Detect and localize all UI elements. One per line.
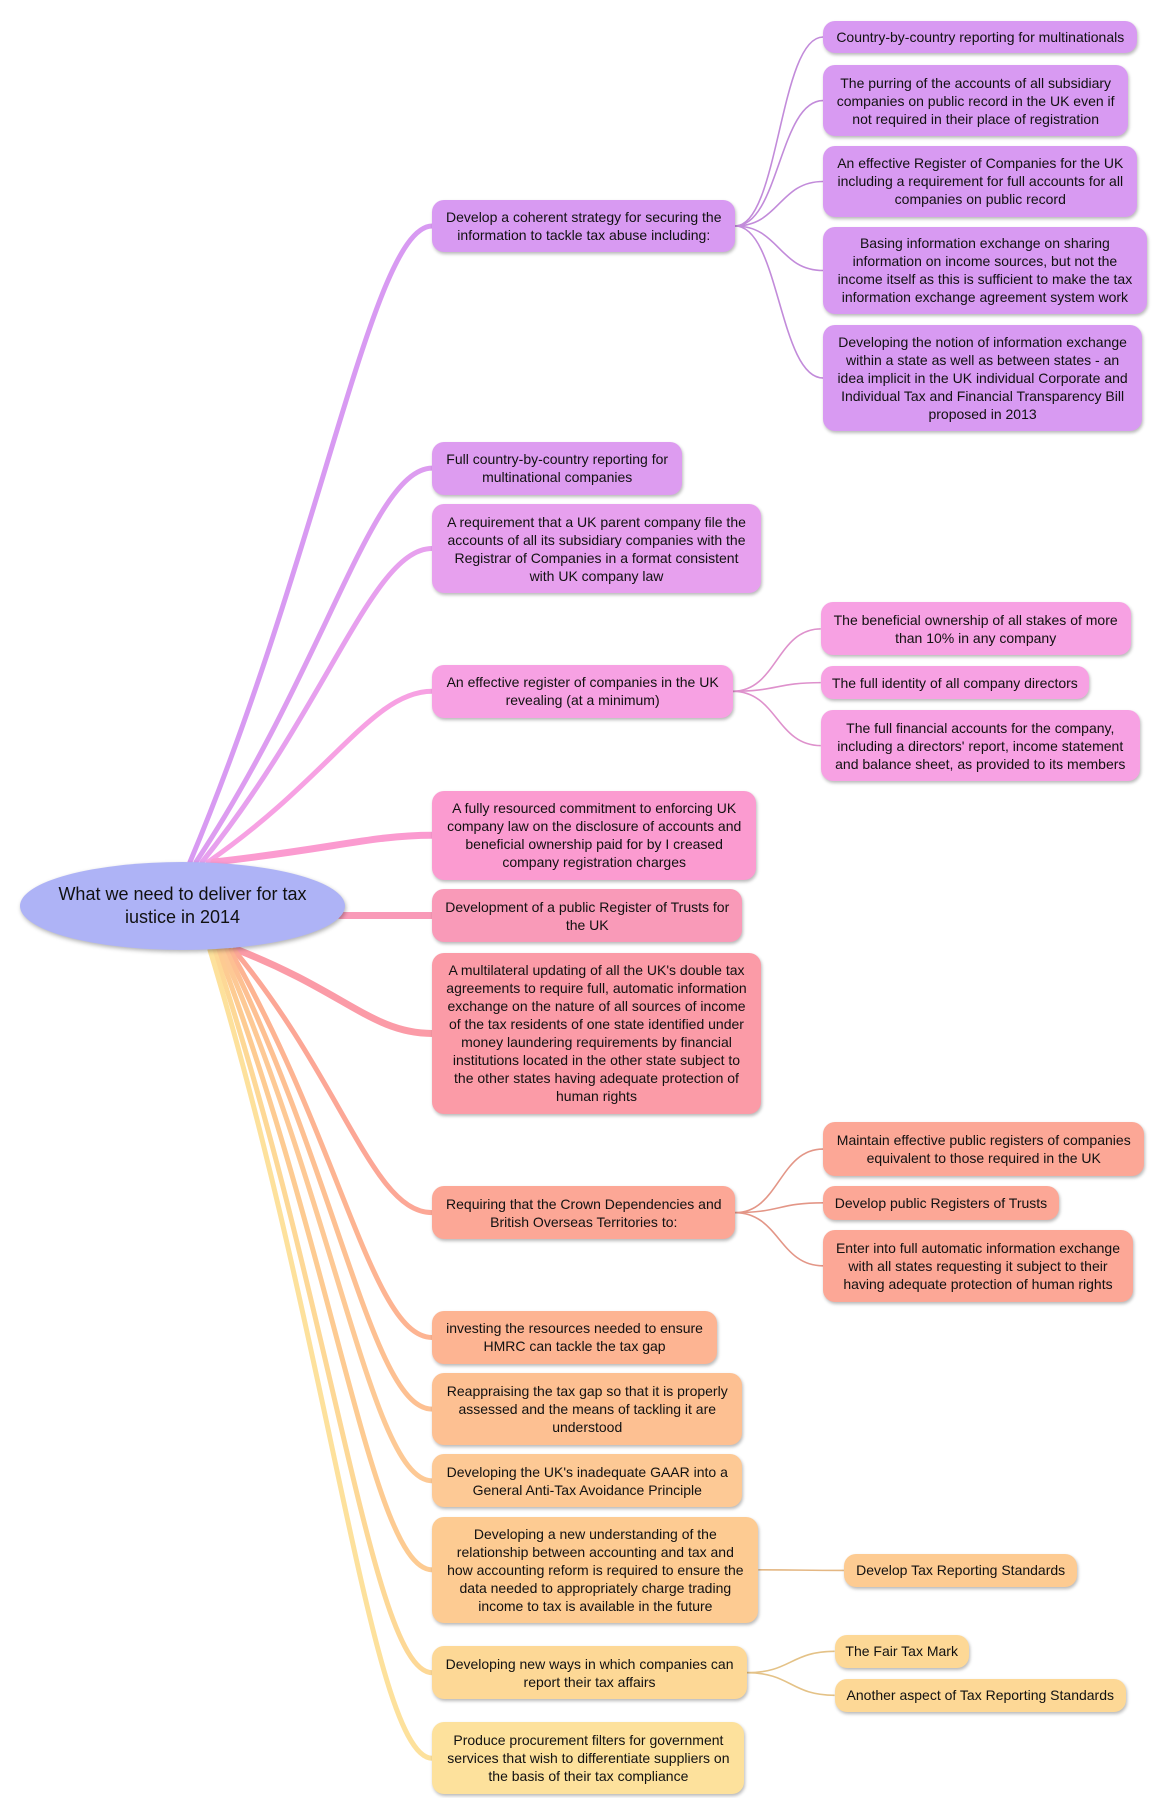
branch-node[interactable]: Requiring that the Crown Dependencies an… bbox=[432, 1186, 736, 1240]
sub-node[interactable]: Develop Tax Reporting Standards bbox=[843, 1553, 1078, 1588]
branch-node[interactable]: Develop a coherent strategy for securing… bbox=[432, 199, 736, 252]
sub-node[interactable]: Enter into full automatic information ex… bbox=[823, 1229, 1133, 1302]
sub-node[interactable]: Basing information exchange on sharing i… bbox=[823, 226, 1147, 315]
sub-node[interactable]: The Fair Tax Mark bbox=[834, 1634, 969, 1669]
branch-connector bbox=[205, 688, 435, 865]
sub-connector bbox=[732, 681, 821, 693]
sub-connector bbox=[735, 99, 824, 227]
sub-node[interactable]: Develop public Registers of Trusts bbox=[823, 1186, 1059, 1220]
sub-connector bbox=[735, 180, 824, 227]
branch-node[interactable]: A multilateral updating of all the UK's … bbox=[432, 952, 761, 1115]
sub-node[interactable]: Another aspect of Tax Reporting Standard… bbox=[834, 1678, 1126, 1713]
branch-node[interactable]: investing the resources needed to ensure… bbox=[432, 1310, 717, 1365]
sub-node[interactable]: The full financial accounts for the comp… bbox=[820, 709, 1140, 782]
branch-connector bbox=[215, 947, 435, 1573]
sub-node[interactable]: The beneficial ownership of all stakes o… bbox=[820, 602, 1131, 656]
sub-connector bbox=[735, 1202, 824, 1214]
branch-connector bbox=[234, 946, 436, 1037]
sub-connector bbox=[735, 225, 824, 272]
branch-node[interactable]: A requirement that a UK parent company f… bbox=[432, 504, 761, 594]
sub-connector bbox=[732, 690, 821, 747]
branch-node[interactable]: Development of a public Register of Trus… bbox=[432, 888, 743, 943]
sub-connector bbox=[735, 1211, 824, 1267]
branch-connector bbox=[223, 947, 435, 1412]
sub-node[interactable]: Country-by-country reporting for multina… bbox=[823, 20, 1138, 54]
sub-node[interactable]: The purring of the accounts of all subsi… bbox=[823, 64, 1129, 137]
branch-connector bbox=[219, 947, 435, 1484]
sub-connector bbox=[746, 1650, 835, 1674]
sub-connector bbox=[732, 628, 821, 693]
branch-node[interactable]: A fully resourced commitment to enforcin… bbox=[432, 790, 757, 880]
branch-node[interactable]: Developing a new understanding of the re… bbox=[432, 1516, 759, 1624]
branch-connector bbox=[199, 546, 435, 865]
branch-connector bbox=[227, 947, 435, 1340]
sub-node[interactable]: An effective Register of Companies for t… bbox=[823, 145, 1138, 218]
sub-connector bbox=[735, 1148, 824, 1214]
sub-connector bbox=[758, 1569, 844, 1572]
branch-node[interactable]: An effective register of companies in th… bbox=[432, 664, 733, 718]
branch-connector bbox=[207, 947, 435, 1761]
sub-node[interactable]: Maintain effective public registers of c… bbox=[823, 1122, 1145, 1176]
branch-node[interactable]: Developing new ways in which companies c… bbox=[432, 1646, 747, 1700]
sub-connector bbox=[735, 225, 824, 379]
sub-node[interactable]: Developing the notion of information exc… bbox=[823, 324, 1143, 432]
branch-connector bbox=[187, 223, 435, 865]
branch-node[interactable]: Full country-by-country reporting for mu… bbox=[432, 441, 683, 495]
central-topic-node[interactable]: What we need to deliver for tax iustice … bbox=[20, 862, 345, 950]
branch-connector bbox=[193, 465, 435, 865]
branch-node[interactable]: Produce procurement filters for governme… bbox=[432, 1722, 745, 1795]
sub-connector bbox=[735, 36, 824, 227]
sub-connector bbox=[746, 1671, 835, 1697]
branch-node[interactable]: Reappraising the tax gap so that it is p… bbox=[432, 1373, 743, 1445]
sub-node[interactable]: The full identity of all company directo… bbox=[820, 665, 1089, 700]
branch-connector bbox=[211, 947, 435, 1676]
branch-connector bbox=[231, 947, 435, 1216]
branch-node[interactable]: Developing the UK's inadequate GAAR into… bbox=[432, 1454, 743, 1508]
branch-connector bbox=[210, 831, 436, 866]
